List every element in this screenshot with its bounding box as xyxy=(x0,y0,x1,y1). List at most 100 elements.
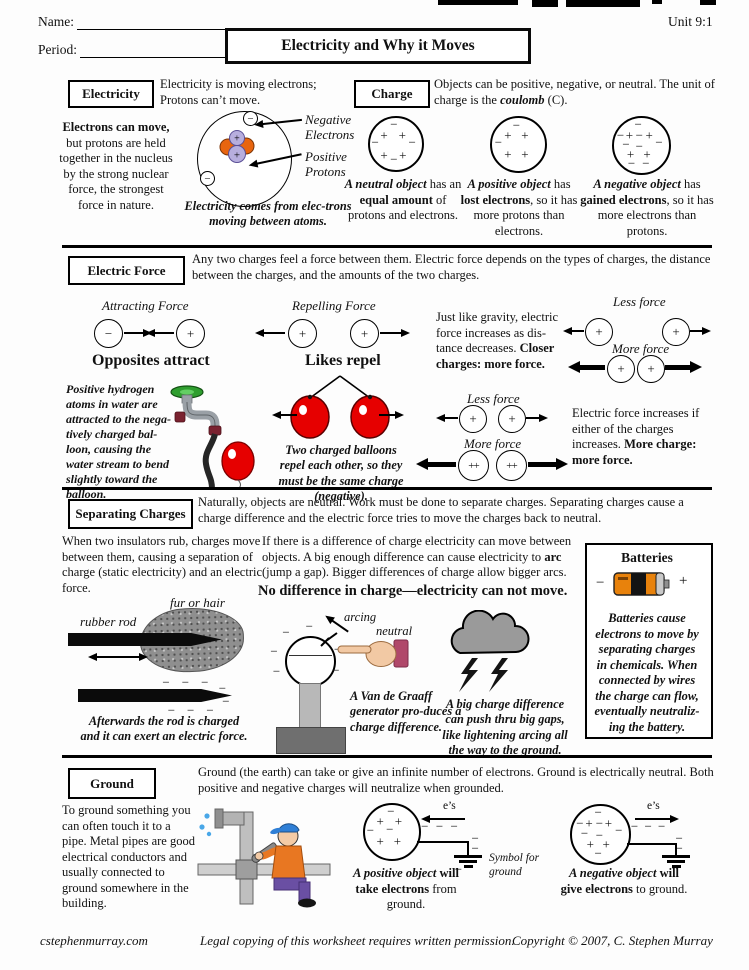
symbol-for-ground-label: Symbol for ground xyxy=(489,852,540,878)
no-difference-statement: No difference in charge—electricity can … xyxy=(258,583,568,599)
ground-left-text: To ground something you can often touch … xyxy=(62,803,195,910)
charge-circle-positive: −++−++ xyxy=(490,116,547,173)
positive-object-circle: −++−−++ xyxy=(363,803,421,861)
wire xyxy=(675,843,677,855)
text-segment: has xyxy=(680,177,701,191)
thick-arrow-left-icon xyxy=(424,462,456,467)
van-de-graaff-caption: A Van de Graaff generator pro-duces a ch… xyxy=(350,689,462,734)
text-segment: lost electrons xyxy=(460,192,531,207)
footer-legal-text: Legal copying of this worksheet requires… xyxy=(200,933,515,948)
section-label-ground: Ground xyxy=(68,768,156,799)
electrons-flow-label: e’s xyxy=(647,800,660,812)
electron-icon: − xyxy=(200,171,215,186)
text-segment: arc xyxy=(544,549,562,564)
text-segment: Closer charges: more force. xyxy=(436,341,555,371)
text-segment: of protons and electrons. xyxy=(347,192,459,223)
arrow-left-icon xyxy=(571,330,584,332)
charge-sign: − xyxy=(390,151,398,167)
period-input-line[interactable] xyxy=(80,43,229,58)
positive-ground-diagram: −++−−++ e’s −−−−−− Symbol for ground xyxy=(345,798,555,902)
more-force-label: More force xyxy=(612,341,670,356)
charge-sign: − xyxy=(435,818,444,834)
section-divider xyxy=(62,487,712,490)
charge-sign: − xyxy=(595,815,604,831)
charge-sign: + xyxy=(380,127,388,143)
text-segment: More charge: more force. xyxy=(572,437,697,467)
plumber-cartoon-icon xyxy=(197,808,331,908)
wire xyxy=(467,841,469,855)
balloons-caption: Two charged balloons repel each other, s… xyxy=(278,443,404,504)
charge-sign: − xyxy=(627,155,636,171)
electricity-intro-text: Electricity is moving electrons; Protons… xyxy=(160,77,317,107)
charge-sign: − xyxy=(675,840,683,856)
text-segment: but protons are held together in the nuc… xyxy=(59,135,173,212)
van-de-graaff-sphere-icon xyxy=(285,636,336,687)
insulators-text: When two insulators rub, charges move be… xyxy=(62,534,262,595)
arrow-left-icon xyxy=(154,332,174,334)
charge-sign: − xyxy=(201,674,209,690)
storm-cloud-icon xyxy=(450,610,530,655)
charge-sign: − xyxy=(634,116,642,131)
charge-sign: − xyxy=(635,138,643,153)
text-segment: from ground. xyxy=(386,881,457,912)
charge-sign: + xyxy=(645,127,653,142)
period-field-row: Period: xyxy=(38,42,229,58)
charged-rod-signs: −−−−−−−− xyxy=(152,674,240,716)
text-segment: , so it has more electrons than protons. xyxy=(597,192,714,238)
charge-sign: + xyxy=(376,833,384,849)
charge-sign: − xyxy=(594,845,602,861)
arrow-right-icon xyxy=(380,332,402,334)
electric-force-intro-text: Any two charges feel a force between the… xyxy=(192,252,711,282)
charge-sign: + xyxy=(504,146,512,162)
footer-copyright: Copyright © 2007, C. Stephen Murray xyxy=(512,933,713,948)
charge-sign: + xyxy=(394,813,403,829)
scan-artifact xyxy=(532,0,558,7)
wire xyxy=(627,843,676,845)
charge-sign: + xyxy=(393,833,402,849)
negative-ground-diagram: −−+−+−−−++− e’s −−−−− xyxy=(555,798,749,902)
repelling-balloons-icon xyxy=(290,375,390,439)
charge-circle-negative: −−+−+−−−++−− xyxy=(612,116,671,175)
rubber-rod-label: rubber rod xyxy=(80,614,137,629)
charge-sign: − xyxy=(471,830,479,846)
less-force-label: Less force xyxy=(613,294,666,309)
negative-ground-caption: A negative object will give electrons to… xyxy=(558,866,690,897)
text-segment: (jump a gap). Bigger differences of char… xyxy=(262,565,567,579)
charge-sign: + xyxy=(586,836,594,852)
lightning-caption: A big charge difference can push thru bi… xyxy=(442,697,568,758)
electrons-move-paragraph: Electrons can move, but protons are held… xyxy=(55,120,177,213)
name-input-line[interactable] xyxy=(77,15,228,30)
charge-sign: − xyxy=(595,827,604,842)
scan-artifact xyxy=(700,0,716,5)
positive-charge-circle: + xyxy=(498,405,526,433)
battery-minus-terminal-label: − xyxy=(596,575,605,591)
batteries-heading: Batteries xyxy=(621,550,673,565)
ground-symbol-icon xyxy=(662,855,690,858)
repelling-force-label: Repelling Force xyxy=(292,298,376,313)
charge-sign: − xyxy=(222,693,230,709)
pointing-hand-icon xyxy=(337,639,409,668)
charge-sign: + xyxy=(521,146,529,162)
electrons-flow-label: e’s xyxy=(443,800,456,812)
charge-sign: − xyxy=(366,822,375,838)
scan-artifact xyxy=(438,0,518,5)
positive-ground-caption: A positive object will take electrons fr… xyxy=(348,866,464,913)
atom-caption: Electricity comes from elec-trons moving… xyxy=(184,199,352,229)
text-segment: has xyxy=(550,177,571,191)
positive-charge-circle: + xyxy=(176,319,205,348)
text-segment: If there is a difference of charge elect… xyxy=(262,534,572,564)
charge-sign: − xyxy=(494,134,503,150)
positive-charge-circle: + xyxy=(459,405,487,433)
charge-sign: − xyxy=(390,116,398,132)
charge-sign: − xyxy=(450,818,458,834)
footer-website[interactable]: cstephenmurray.com xyxy=(40,933,148,948)
charged-rod-caption: Afterwards the rod is charged and it can… xyxy=(80,714,248,744)
batteries-caption: Batteries cause electrons to move by sep… xyxy=(594,611,700,734)
charge-sign: + xyxy=(643,146,651,162)
text-segment: A negative object xyxy=(568,866,657,880)
charge-sign: − xyxy=(594,804,602,820)
positive-charge-circle: + xyxy=(637,355,665,383)
section-label-separating-charges: Separating Charges xyxy=(68,499,193,529)
period-label: Period: xyxy=(38,42,77,57)
